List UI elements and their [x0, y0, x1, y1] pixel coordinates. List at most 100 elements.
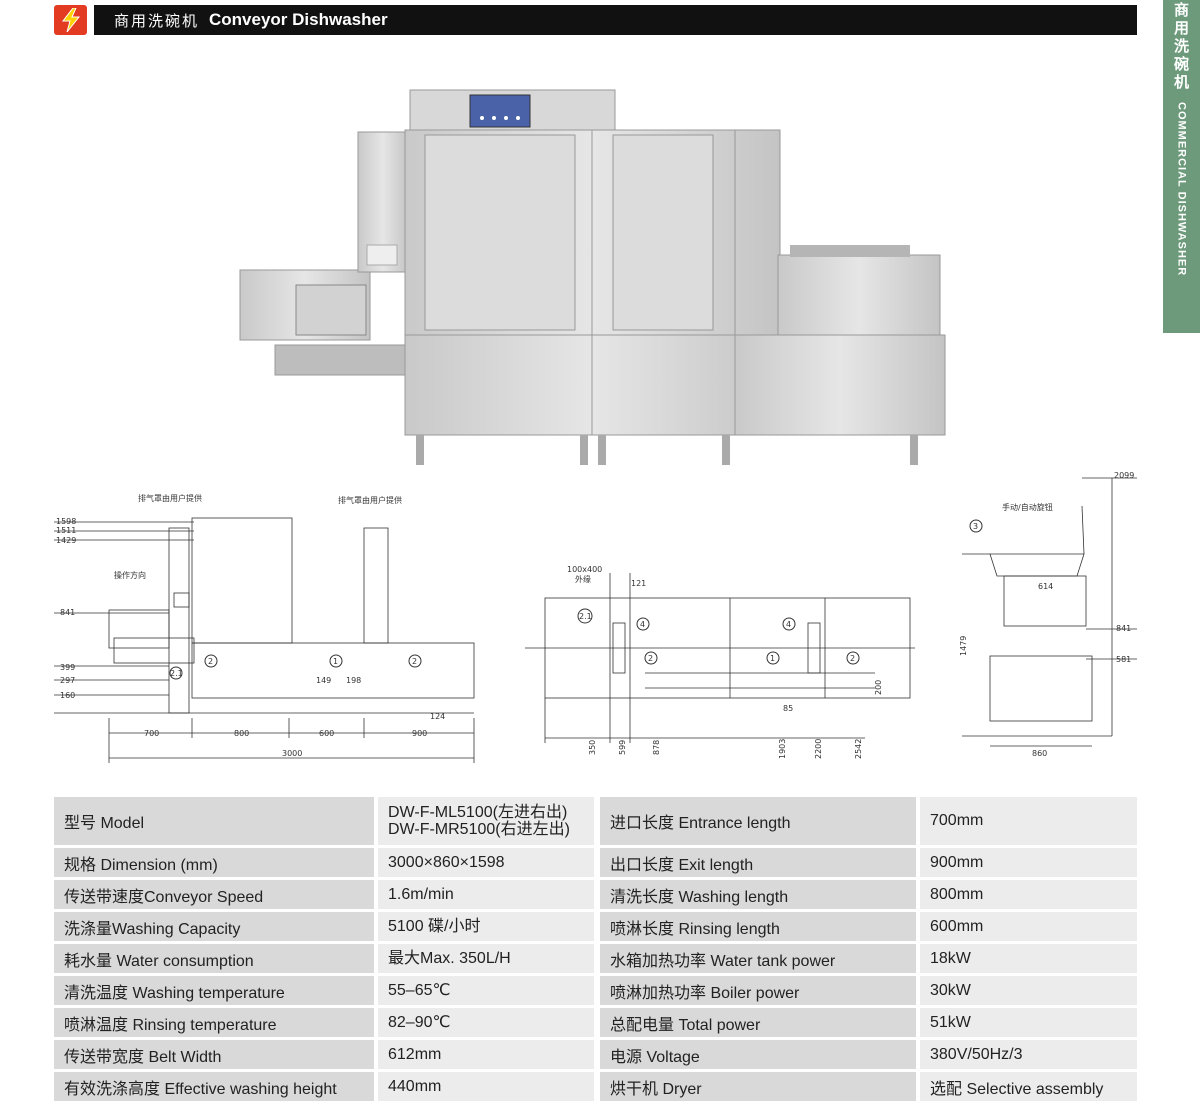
- spec-value-line: 5100 碟/小时: [388, 918, 481, 935]
- spec-value: 612mm: [374, 1040, 594, 1069]
- page-title-bar: 商用洗碗机 Conveyor Dishwasher: [94, 5, 1137, 35]
- plan-bottom-5: 2200: [814, 739, 823, 759]
- spec-value-line: 82–90℃: [388, 1014, 451, 1031]
- plan-tag-5: 1: [770, 654, 775, 663]
- spec-value: 51kW: [916, 1008, 1137, 1037]
- operation-direction-label: 操作方向: [114, 570, 146, 580]
- front-height-7: 160: [60, 691, 75, 700]
- spec-label: 总配电量 Total power: [594, 1008, 916, 1037]
- plan-tag-2: 4: [640, 620, 645, 629]
- spec-value-line: DW-F-ML5100(左进右出): [388, 804, 568, 821]
- spec-label: 传送带速度Conveyor Speed: [54, 880, 374, 909]
- spec-value-line: DW-F-MR5100(右进左出): [388, 821, 570, 838]
- front-height-2: 1511: [56, 526, 76, 535]
- front-tag-4: 2.1: [170, 669, 183, 678]
- side-dim-4: 841: [1116, 624, 1131, 633]
- spec-label: 规格 Dimension (mm): [54, 848, 374, 877]
- spec-value-line: 最大Max. 350L/H: [388, 950, 511, 967]
- spec-label: 进口长度 Entrance length: [594, 797, 916, 845]
- spec-row: 洗涤量Washing Capacity 5100 碟/小时 喷淋长度 Rinsing…: [54, 912, 1137, 941]
- front-width-4: 900: [412, 729, 427, 738]
- spec-value-line: 1.6m/min: [388, 886, 454, 903]
- front-elevation-drawing: 排气罩由用户提供 排气罩由用户提供 1598 1511 1429 841 399…: [54, 493, 475, 763]
- front-tag-2: 1: [333, 657, 338, 666]
- spec-value: 700mm: [916, 797, 1137, 845]
- lightning-icon: [61, 8, 80, 32]
- spec-value: 30kW: [916, 976, 1137, 1005]
- spec-label: 耗水量 Water consumption: [54, 944, 374, 973]
- spec-label: 型号 Model: [54, 797, 374, 845]
- spec-value: 选配 Selective assembly: [916, 1072, 1137, 1101]
- plan-tag-1: 2.1: [579, 612, 592, 621]
- plan-bottom-1: 350: [588, 740, 597, 755]
- plan-note-sub: 外缘: [575, 574, 591, 584]
- spec-value: 440mm: [374, 1072, 594, 1101]
- spec-value-line: 3000×860×1598: [388, 854, 505, 871]
- spec-label: 喷淋温度 Rinsing temperature: [54, 1008, 374, 1037]
- spec-label: 清洗长度 Washing length: [594, 880, 916, 909]
- front-height-6: 297: [60, 676, 75, 685]
- spec-label: 有效洗涤高度 Effective washing height: [54, 1072, 374, 1101]
- knob-note: 手动/自动旋钮: [1002, 502, 1053, 512]
- brand-logo: [54, 5, 87, 35]
- side-tab-zh: 商用洗碗机: [1173, 2, 1189, 91]
- front-total-width: 3000: [282, 749, 302, 758]
- spec-row: 有效洗涤高度 Effective washing height 440mm 烘干机 …: [54, 1072, 1137, 1101]
- spec-value: DW-F-ML5100(左进右出)DW-F-MR5100(右进左出): [374, 797, 594, 845]
- exhaust-note-left: 排气罩由用户提供: [138, 493, 202, 503]
- side-dim-5: 581: [1116, 655, 1131, 664]
- plan-dim-3: 85: [783, 704, 793, 713]
- front-tag-3: 2: [412, 657, 417, 666]
- side-view-drawing: 2099 手动/自动旋钮 614 1479 841 581 860 3: [959, 471, 1137, 758]
- spec-value: 3000×860×1598: [374, 848, 594, 877]
- spec-value: 5100 碟/小时: [374, 912, 594, 941]
- side-dim-1: 2099: [1114, 471, 1134, 480]
- front-small-3: 124: [430, 712, 445, 721]
- front-width-1: 700: [144, 729, 159, 738]
- plan-tag-3: 4: [786, 620, 791, 629]
- spec-label: 洗涤量Washing Capacity: [54, 912, 374, 941]
- spec-value-line: 612mm: [388, 1046, 442, 1063]
- spec-value: 900mm: [916, 848, 1137, 877]
- spec-row: 传送带速度Conveyor Speed 1.6m/min 清洗长度 Washing …: [54, 880, 1137, 909]
- spec-label: 电源 Voltage: [594, 1040, 916, 1069]
- plan-bottom-4: 1903: [778, 739, 787, 759]
- plan-tag-6: 2: [850, 654, 855, 663]
- front-tag-1: 2: [208, 657, 213, 666]
- spec-value: 1.6m/min: [374, 880, 594, 909]
- spec-value: 最大Max. 350L/H: [374, 944, 594, 973]
- spec-label: 喷淋长度 Rinsing length: [594, 912, 916, 941]
- side-dim-2: 614: [1038, 582, 1053, 591]
- plan-bottom-2: 599: [618, 740, 627, 755]
- side-tag: 3: [973, 522, 978, 531]
- side-dim-3: 1479: [959, 636, 968, 656]
- front-small-1: 149: [316, 676, 331, 685]
- spec-label: 出口长度 Exit length: [594, 848, 916, 877]
- spec-value-line: 440mm: [388, 1078, 442, 1095]
- plan-bottom-6: 2542: [854, 739, 863, 759]
- spec-label: 烘干机 Dryer: [594, 1072, 916, 1101]
- plan-bottom-3: 878: [652, 740, 661, 755]
- page-title-en: Conveyor Dishwasher: [209, 10, 388, 29]
- exhaust-note-right: 排气罩由用户提供: [338, 495, 402, 505]
- plan-dim-1: 121: [631, 579, 646, 588]
- plan-note: 100x400: [567, 565, 602, 574]
- plan-tag-4: 2: [648, 654, 653, 663]
- front-height-4: 841: [60, 608, 75, 617]
- side-tab-en: COMMERCIAL DISHWASHER: [1175, 102, 1188, 277]
- front-width-3: 600: [319, 729, 334, 738]
- front-width-2: 800: [234, 729, 249, 738]
- spec-row: 规格 Dimension (mm) 3000×860×1598 出口长度 Exit …: [54, 848, 1137, 877]
- category-side-tab: 商用洗碗机 COMMERCIAL DISHWASHER: [1163, 0, 1200, 333]
- spec-value: 600mm: [916, 912, 1137, 941]
- spec-label: 传送带宽度 Belt Width: [54, 1040, 374, 1069]
- plan-view-drawing: 100x400 外缘 121 200 85 350 599 878 1903 2…: [525, 565, 915, 759]
- spec-value-line: 55–65℃: [388, 982, 451, 999]
- spec-label: 清洗温度 Washing temperature: [54, 976, 374, 1005]
- page-title-zh: 商用洗碗机: [114, 12, 200, 30]
